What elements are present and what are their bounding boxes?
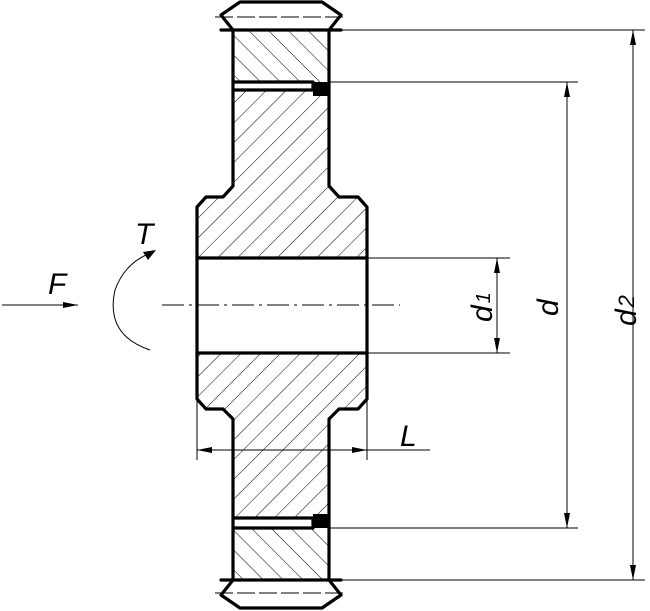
pitch-diameter-label: d [532,298,565,316]
d1-arrow-bottom [494,338,500,353]
lower-rim-hatch [233,528,329,580]
dimension-lines [2,16,645,594]
lower-key-step [313,514,329,528]
force-arrow-head [63,302,78,308]
upper-key-step [313,82,329,96]
d-arrow-top [564,82,570,97]
d2-arrow-bottom [630,565,636,580]
tip-diameter-label: d2 [610,295,643,326]
upper-rim-hatch [233,30,329,82]
upper-hub-hatch [197,90,367,258]
torque-arrow-head [143,250,156,260]
l-arrow-right [352,447,367,453]
torque-label: T [135,218,156,251]
lower-hub-hatch [197,353,367,518]
d2-arrow-top [630,30,636,45]
torque-arc [112,251,154,351]
bore-diameter-label: d1 [466,292,499,322]
hub-length-label: L [400,420,417,453]
hatching [197,30,367,580]
d1-arrow-top [494,258,500,273]
l-arrow-left [197,447,212,453]
labels: F T L d1 d d2 [48,218,643,453]
d-arrow-bottom [564,513,570,528]
force-label: F [48,268,68,301]
